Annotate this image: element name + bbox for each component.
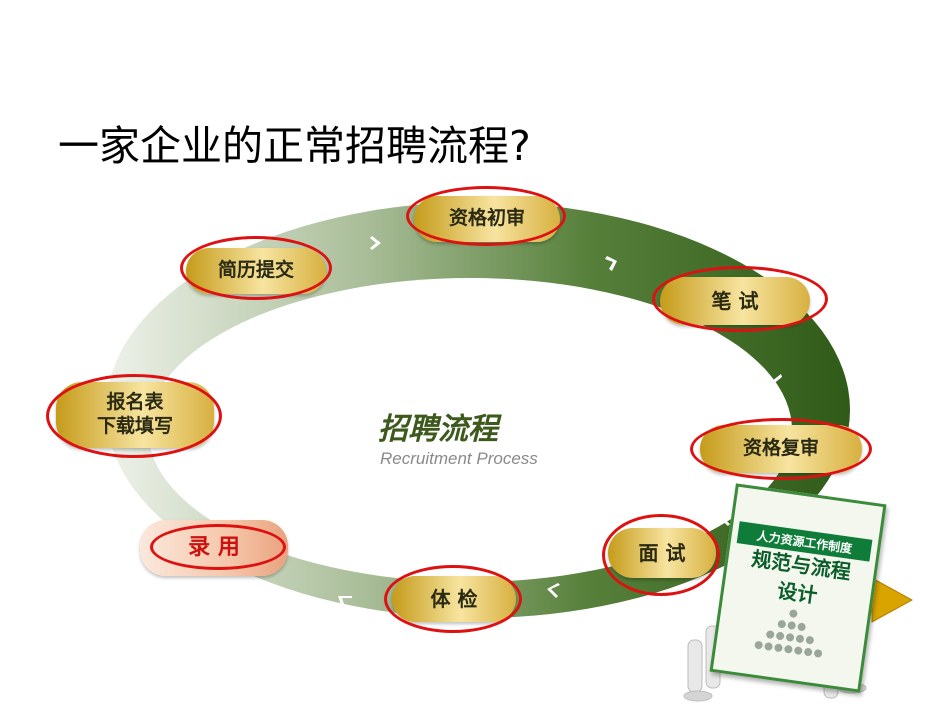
highlight-ring <box>150 524 286 570</box>
arrow-icon <box>370 236 381 250</box>
page-title: 一家企业的正常招聘流程? <box>58 122 531 170</box>
flow-arrows <box>338 236 782 608</box>
highlight-ring <box>46 374 222 458</box>
arrow-right-icon <box>871 577 914 623</box>
arrow-icon <box>764 372 782 385</box>
highlight-ring <box>652 266 828 332</box>
center-title: 招聘流程 <box>378 412 498 447</box>
people-pyramid-image <box>754 609 823 658</box>
arrow-icon <box>605 256 617 271</box>
arrow-icon <box>338 596 352 608</box>
highlight-ring <box>180 236 332 300</box>
highlight-ring <box>602 514 720 596</box>
highlight-ring <box>406 186 566 246</box>
arrow-icon <box>547 583 560 598</box>
center-subtitle: Recruitment Process <box>380 449 538 468</box>
highlight-ring <box>384 565 522 633</box>
book-cover-image: 人力资源工作制度 规范与流程 设计 <box>709 483 887 693</box>
highlight-ring <box>690 418 872 480</box>
